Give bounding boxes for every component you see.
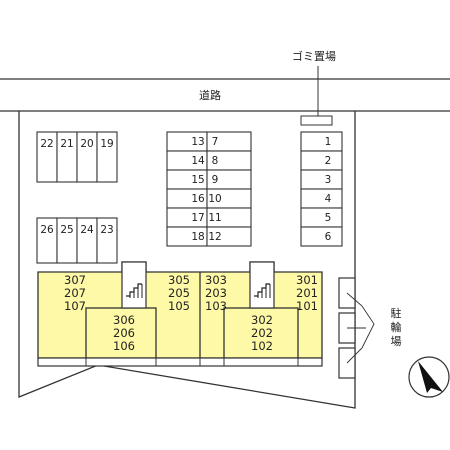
parking-space: 15 — [166, 169, 208, 190]
unit-number: 105 — [168, 299, 190, 313]
parking-number: 9 — [212, 174, 219, 186]
parking-number: 14 — [191, 155, 205, 167]
parking-space: 13 — [166, 131, 208, 152]
parking-top-left: 22 21 20 19 — [36, 131, 118, 183]
parking-space: 3 — [300, 169, 343, 190]
unit-number: 102 — [251, 339, 273, 353]
parking-space: 9 — [206, 169, 252, 190]
parking-number: 11 — [208, 212, 221, 224]
unit-number: 207 — [64, 286, 86, 300]
garbage-area: ゴミ置場 — [292, 49, 336, 126]
unit-number: 103 — [205, 299, 227, 313]
parking-space: 25 — [56, 217, 78, 264]
apartment-building — [37, 261, 323, 367]
unit-number: 307 — [64, 273, 86, 287]
parking-number: 4 — [325, 193, 332, 205]
unit-number: 106 — [113, 339, 135, 353]
parking-number: 17 — [191, 212, 204, 224]
parking-number: 19 — [100, 138, 113, 150]
parking-number: 25 — [60, 224, 73, 236]
parking-number: 2 — [325, 155, 332, 167]
parking-space: 24 — [76, 217, 98, 264]
parking-number: 20 — [80, 138, 93, 150]
unit-block-east-front — [223, 307, 299, 359]
parking-space: 8 — [206, 150, 252, 171]
road-label: 道路 — [199, 88, 221, 102]
parking-space: 10 — [206, 188, 252, 209]
stairs-icon — [254, 283, 271, 298]
parking-space: 21 — [56, 131, 78, 183]
unit-number: 301 — [296, 273, 318, 287]
parking-number: 10 — [208, 193, 221, 205]
parking-space: 16 — [166, 188, 208, 209]
parking-space: 14 — [166, 150, 208, 171]
parking-number: 16 — [191, 193, 205, 205]
parking-space: 18 — [166, 226, 208, 247]
north-arrow-icon — [408, 356, 450, 398]
balcony-strip — [37, 357, 323, 367]
unit-number: 205 — [168, 286, 190, 300]
parking-space: 17 — [166, 207, 208, 228]
garbage-box — [300, 115, 333, 126]
parking-number: 22 — [40, 138, 53, 150]
stairs-icon — [126, 283, 143, 298]
parking-number: 24 — [80, 224, 94, 236]
parking-space: 20 — [76, 131, 98, 183]
parking-space: 1 — [300, 131, 343, 152]
parking-number: 15 — [191, 174, 204, 186]
parking-number: 7 — [212, 136, 219, 148]
parking-number: 23 — [100, 224, 113, 236]
garbage-label: ゴミ置場 — [292, 49, 336, 63]
parking-number: 1 — [325, 136, 332, 148]
parking-space: 19 — [96, 131, 118, 183]
unit-number: 305 — [168, 273, 190, 287]
unit-number: 202 — [251, 326, 273, 340]
unit-number: 107 — [64, 299, 86, 313]
parking-number: 18 — [191, 231, 204, 243]
bike-parking-label: 駐輪場 — [391, 306, 402, 348]
parking-number: 21 — [60, 138, 73, 150]
bike-parking: 駐輪場 — [338, 277, 402, 379]
parking-bottom-left: 26 25 24 23 — [36, 217, 118, 264]
unit-number: 206 — [113, 326, 135, 340]
unit-number: 303 — [205, 273, 227, 287]
unit-labels: 3072071073062061063052051053032031033022… — [64, 273, 318, 353]
parking-space: 11 — [206, 207, 252, 228]
road: 道路 — [0, 78, 450, 112]
parking-middle-right: 7 8 9 10 11 12 — [206, 131, 252, 247]
unit-number: 302 — [251, 313, 273, 327]
parking-space: 6 — [300, 226, 343, 247]
parking-number: 13 — [191, 136, 204, 148]
parking-number: 5 — [325, 212, 332, 224]
parking-number: 6 — [325, 231, 332, 243]
parking-number: 12 — [208, 231, 221, 243]
parking-space: 26 — [36, 217, 58, 264]
parking-number: 8 — [212, 155, 219, 167]
unit-block-west-front — [85, 307, 157, 359]
parking-space: 23 — [96, 217, 118, 264]
parking-number: 3 — [325, 174, 332, 186]
parking-middle-left: 13 14 15 16 17 18 — [166, 131, 208, 247]
parking-space: 7 — [206, 131, 252, 152]
parking-space: 4 — [300, 188, 343, 209]
parking-right: 1 2 3 4 5 6 — [300, 131, 343, 247]
parking-number: 26 — [40, 224, 54, 236]
parking-space: 22 — [36, 131, 58, 183]
parking-space: 12 — [206, 226, 252, 247]
unit-number: 306 — [113, 313, 135, 327]
parking-space: 2 — [300, 150, 343, 171]
balcony-dividers — [85, 358, 299, 366]
parking-space: 5 — [300, 207, 343, 228]
unit-number: 201 — [296, 286, 318, 300]
unit-number: 101 — [296, 299, 318, 313]
unit-number: 203 — [205, 286, 227, 300]
